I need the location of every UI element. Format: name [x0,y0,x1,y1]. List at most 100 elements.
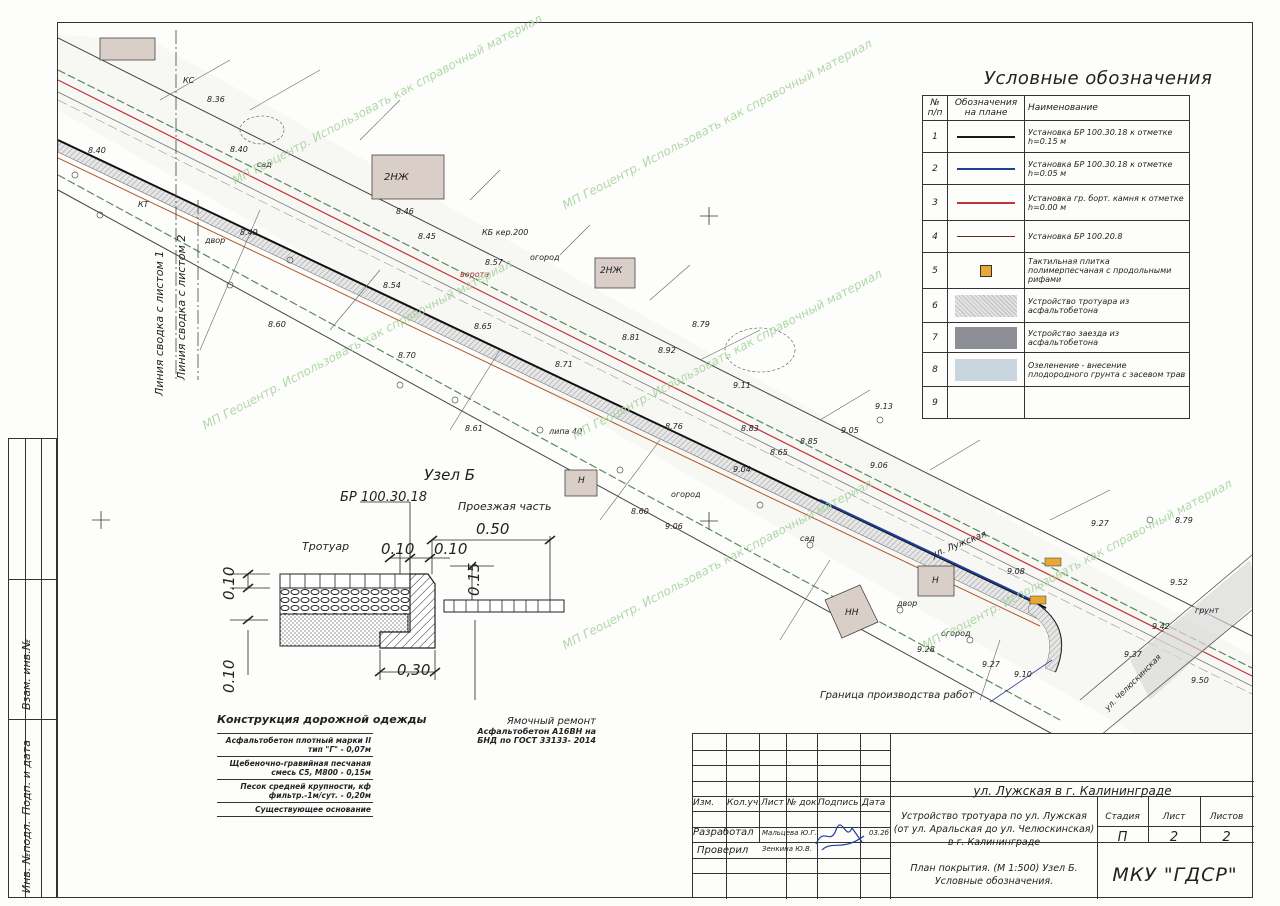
corner-hatch [1027,599,1062,673]
house-2nzh-label-1: 2НЖ [384,172,409,183]
label-kb200: КБ кер.200 [482,228,529,237]
legend-row-name: Установка БР 100.20.8 [1024,220,1190,253]
roadway-label: Проезжая часть [458,500,552,513]
label-dvor-2: двор [897,599,918,608]
legend-row-num: 2 [922,152,948,185]
label-ogorod-2: огород [671,490,701,499]
elev-17: 9.11 [733,381,751,390]
sheet-frame [57,22,1253,898]
legend-row-name: Установка БР 100.30.18 к отметке h=0.05 … [1024,152,1190,185]
legend-row-symbol [947,252,1025,289]
tb-sheet: 2 [1169,830,1179,845]
house-n-2 [917,565,955,597]
fence-line-bottom [58,174,1061,721]
legend-row-symbol [947,288,1025,323]
elev-27: 9.10 [1014,670,1032,679]
tb-org: МКУ "ГДСР" [1112,864,1238,886]
tb-sheets: 2 [1222,830,1231,845]
house-top-left [99,37,156,61]
construction-table: Асфальтобетон плотный марки II тип "Г" -… [217,733,373,817]
curb-label: БР 100.30.18 [340,490,428,505]
legend-row-symbol [947,220,1025,253]
legend-line-symbol [957,201,1015,204]
label-kt: КТ [138,200,149,209]
tb-header-list: Лист [761,798,784,808]
house-n-label-1: Н [578,476,585,486]
match-line-2-label: Линия сводка с листом 2 [175,234,188,380]
elev-14: 9.05 [841,426,859,435]
tb-description: Устройство тротуара по ул. Лужская (от у… [893,811,1095,848]
elev-8: 8.70 [398,351,416,360]
repair-text: Асфальтобетон А16ВН на БНД по ГОСТ 33133… [477,727,596,745]
boundary-label: Граница производства работ [820,690,975,701]
legend-row-name: Тактильная плитка полимерпесчаная с прод… [1024,252,1190,289]
trees [71,171,1154,644]
tb-header-podpis: Подпись [818,798,859,808]
construction-layer-3: Песок средней крупности, кф фильтр.-1м/с… [217,779,373,803]
legend-header-symbol: Обозначения на плане [947,95,1025,121]
elev-24: 9.50 [1191,676,1209,685]
elev-16: 9.06 [870,461,888,470]
legend-row-num: 9 [922,386,948,419]
elev-26: 9.27 [982,660,1000,669]
cross-street [1130,560,1252,700]
elev-32: 8.79 [692,320,710,329]
legend-line-symbol [957,167,1015,170]
legend-row-name: Установка БР 100.30.18 к отметке h=0.15 … [1024,120,1190,153]
repair-title: Ямочный ремонт [506,716,596,727]
label-ogorod-3: огород [941,629,971,638]
elev-22: 9.42 [1152,622,1170,631]
legend-row-symbol [947,152,1025,185]
label-gate: ворота [460,270,490,279]
dim-030: 0,30 [397,661,431,679]
elev-11: 8.81 [622,333,640,342]
brown-curb-line [58,157,1041,627]
elev-25: 9.28 [917,645,935,654]
elev-29: 8.45 [418,232,436,241]
legend-table: № п/п Обозначения на плане Наименование … [922,95,1190,419]
tb-date: 03.2б [869,829,889,837]
elev-36: 8.79 [1175,516,1193,525]
elev-20: 9.27 [1091,519,1109,528]
side-stamp-inv-podl: Инв. №подл. [20,820,33,893]
elev-7: 8.65 [474,322,492,331]
legend-row-name [1024,386,1190,419]
match-line-1-label: Линия сводка с листом 1 [153,250,166,396]
elev-34: 8.76 [665,422,683,431]
legend-row-symbol [947,184,1025,221]
signature-mark [815,824,865,851]
house-2nzh-1 [371,154,445,200]
side-stamp-podp-data: Подп. и дата [20,740,33,815]
tb-developed-label: Разработал [693,827,754,838]
elev-18: 9.13 [875,402,893,411]
dim-010-b: 0.10 [434,540,468,558]
side-stamp-vzam-inv: Взам. инв.№ [20,638,33,710]
node-section-drawing [230,501,565,700]
plot-lines [159,59,1111,701]
elev-33: 8.65 [770,448,788,457]
garden-outline [239,115,285,145]
legend-row-num: 8 [922,352,948,387]
dim-left-010-top: 0.10 [220,566,238,600]
legend-row-num: 4 [922,220,948,253]
elev-23: 9.37 [1124,650,1142,659]
tactile-tile-1 [1044,557,1062,567]
tb-checked-label: Проверил [697,845,749,856]
legend-row: 2 Установка БР 100.30.18 к отметке h=0.05… [922,152,1190,185]
construction-layer-4: Существующее основание [217,802,373,817]
dim-left-010-bottom: 0.10 [220,659,238,693]
tb-stage: П [1117,830,1128,845]
legend-row-num: 3 [922,184,948,221]
elev-21: 9.52 [1170,578,1188,587]
tb-sheet-header: Лист [1162,812,1186,822]
elev-30: 8.60 [631,507,649,516]
elev-15: 9.04 [733,465,751,474]
legend-tile-symbol [980,264,992,277]
construction-layer-1: Асфальтобетон плотный марки II тип "Г" -… [217,733,373,757]
house-2nzh-2 [594,257,636,289]
boundary-leader [989,659,1053,703]
legend-hatch-symbol [955,294,1017,317]
